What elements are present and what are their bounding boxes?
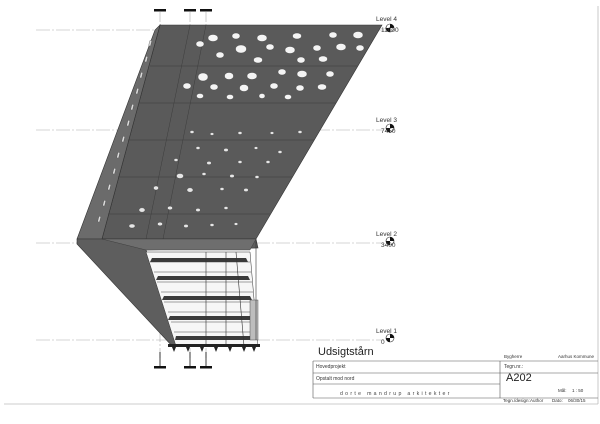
level-symbols: [385, 23, 395, 343]
stair-core: [145, 251, 259, 347]
firm-name: dorte mandrup arkitekter: [340, 391, 452, 397]
title-block-frame: [312, 360, 598, 399]
client-label: Bygherre: [504, 354, 523, 359]
drawn-by-label: Tegn./design:: [503, 398, 530, 403]
scale-value: 1 : 50: [572, 388, 584, 393]
scale-label: Mål:: [558, 388, 567, 393]
view-name: Opstalt mod nord: [316, 376, 355, 382]
client-value: Aarhus Kommune: [558, 354, 595, 359]
drawing-title: Udsigtstårn: [318, 346, 374, 358]
drawn-by-value: Author: [530, 398, 544, 403]
side-slots: [97, 40, 152, 223]
drawing-no-label: Tegn.nr.:: [504, 364, 524, 370]
level-3-value: 7450: [381, 128, 396, 135]
level-4-name: Level 4: [376, 16, 397, 23]
facade-perforations-small: [128, 130, 303, 229]
facade-seams: [108, 65, 358, 215]
date-value: 06/30/15: [568, 398, 586, 403]
lower-wing-inner: [101, 238, 257, 251]
phase-label: Hovedprojekt: [316, 364, 346, 370]
level-1-value: 0: [381, 339, 385, 346]
grid-markers-bottom: [154, 366, 212, 369]
date-label: Dato:: [552, 398, 563, 403]
level-4-value: 11000: [381, 27, 399, 34]
level-2-name: Level 2: [376, 231, 397, 238]
facade-front: [101, 24, 383, 240]
grid-markers-top: [154, 9, 212, 12]
level-1-name: Level 1: [376, 328, 397, 335]
level-3-name: Level 3: [376, 117, 397, 124]
facade-perforations-large: [182, 31, 365, 100]
foundation: [168, 344, 260, 352]
level-2-value: 3400: [381, 242, 396, 249]
drawing-number: A202: [506, 372, 532, 384]
facade-vertical-seams: [145, 24, 207, 240]
